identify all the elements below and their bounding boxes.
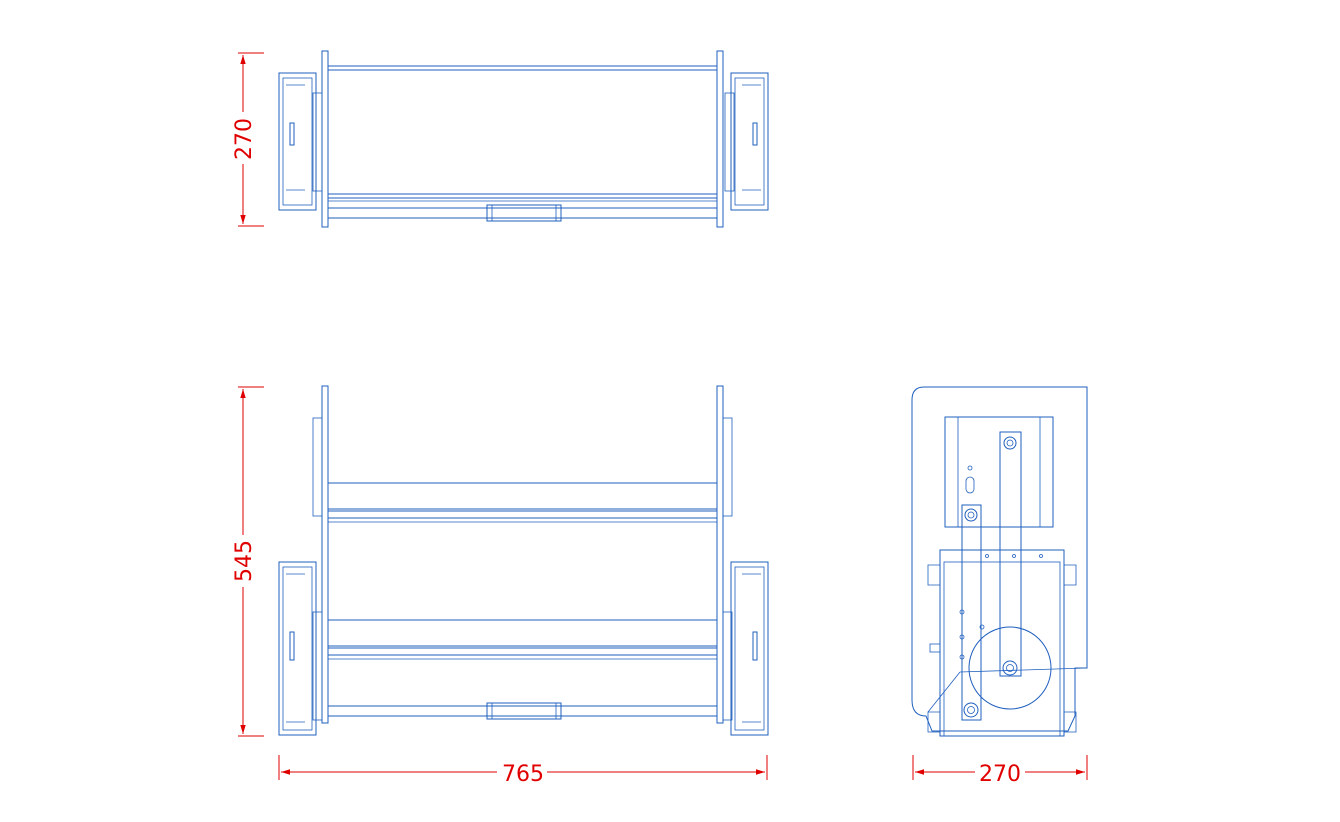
dimension-front-view-height: 545 [232, 386, 264, 737]
side-view [911, 386, 1088, 737]
dimension-label-270-top: 270 [232, 118, 257, 160]
top-view [278, 50, 769, 228]
dimension-label-545: 545 [232, 540, 257, 582]
dimension-side-view-depth: 270 [912, 755, 1088, 787]
dimension-top-view-depth: 270 [232, 52, 264, 227]
dimension-label-270-side: 270 [979, 762, 1021, 787]
dimension-front-view-width: 765 [278, 755, 768, 787]
front-view [278, 385, 769, 736]
dimension-label-765: 765 [502, 762, 544, 787]
